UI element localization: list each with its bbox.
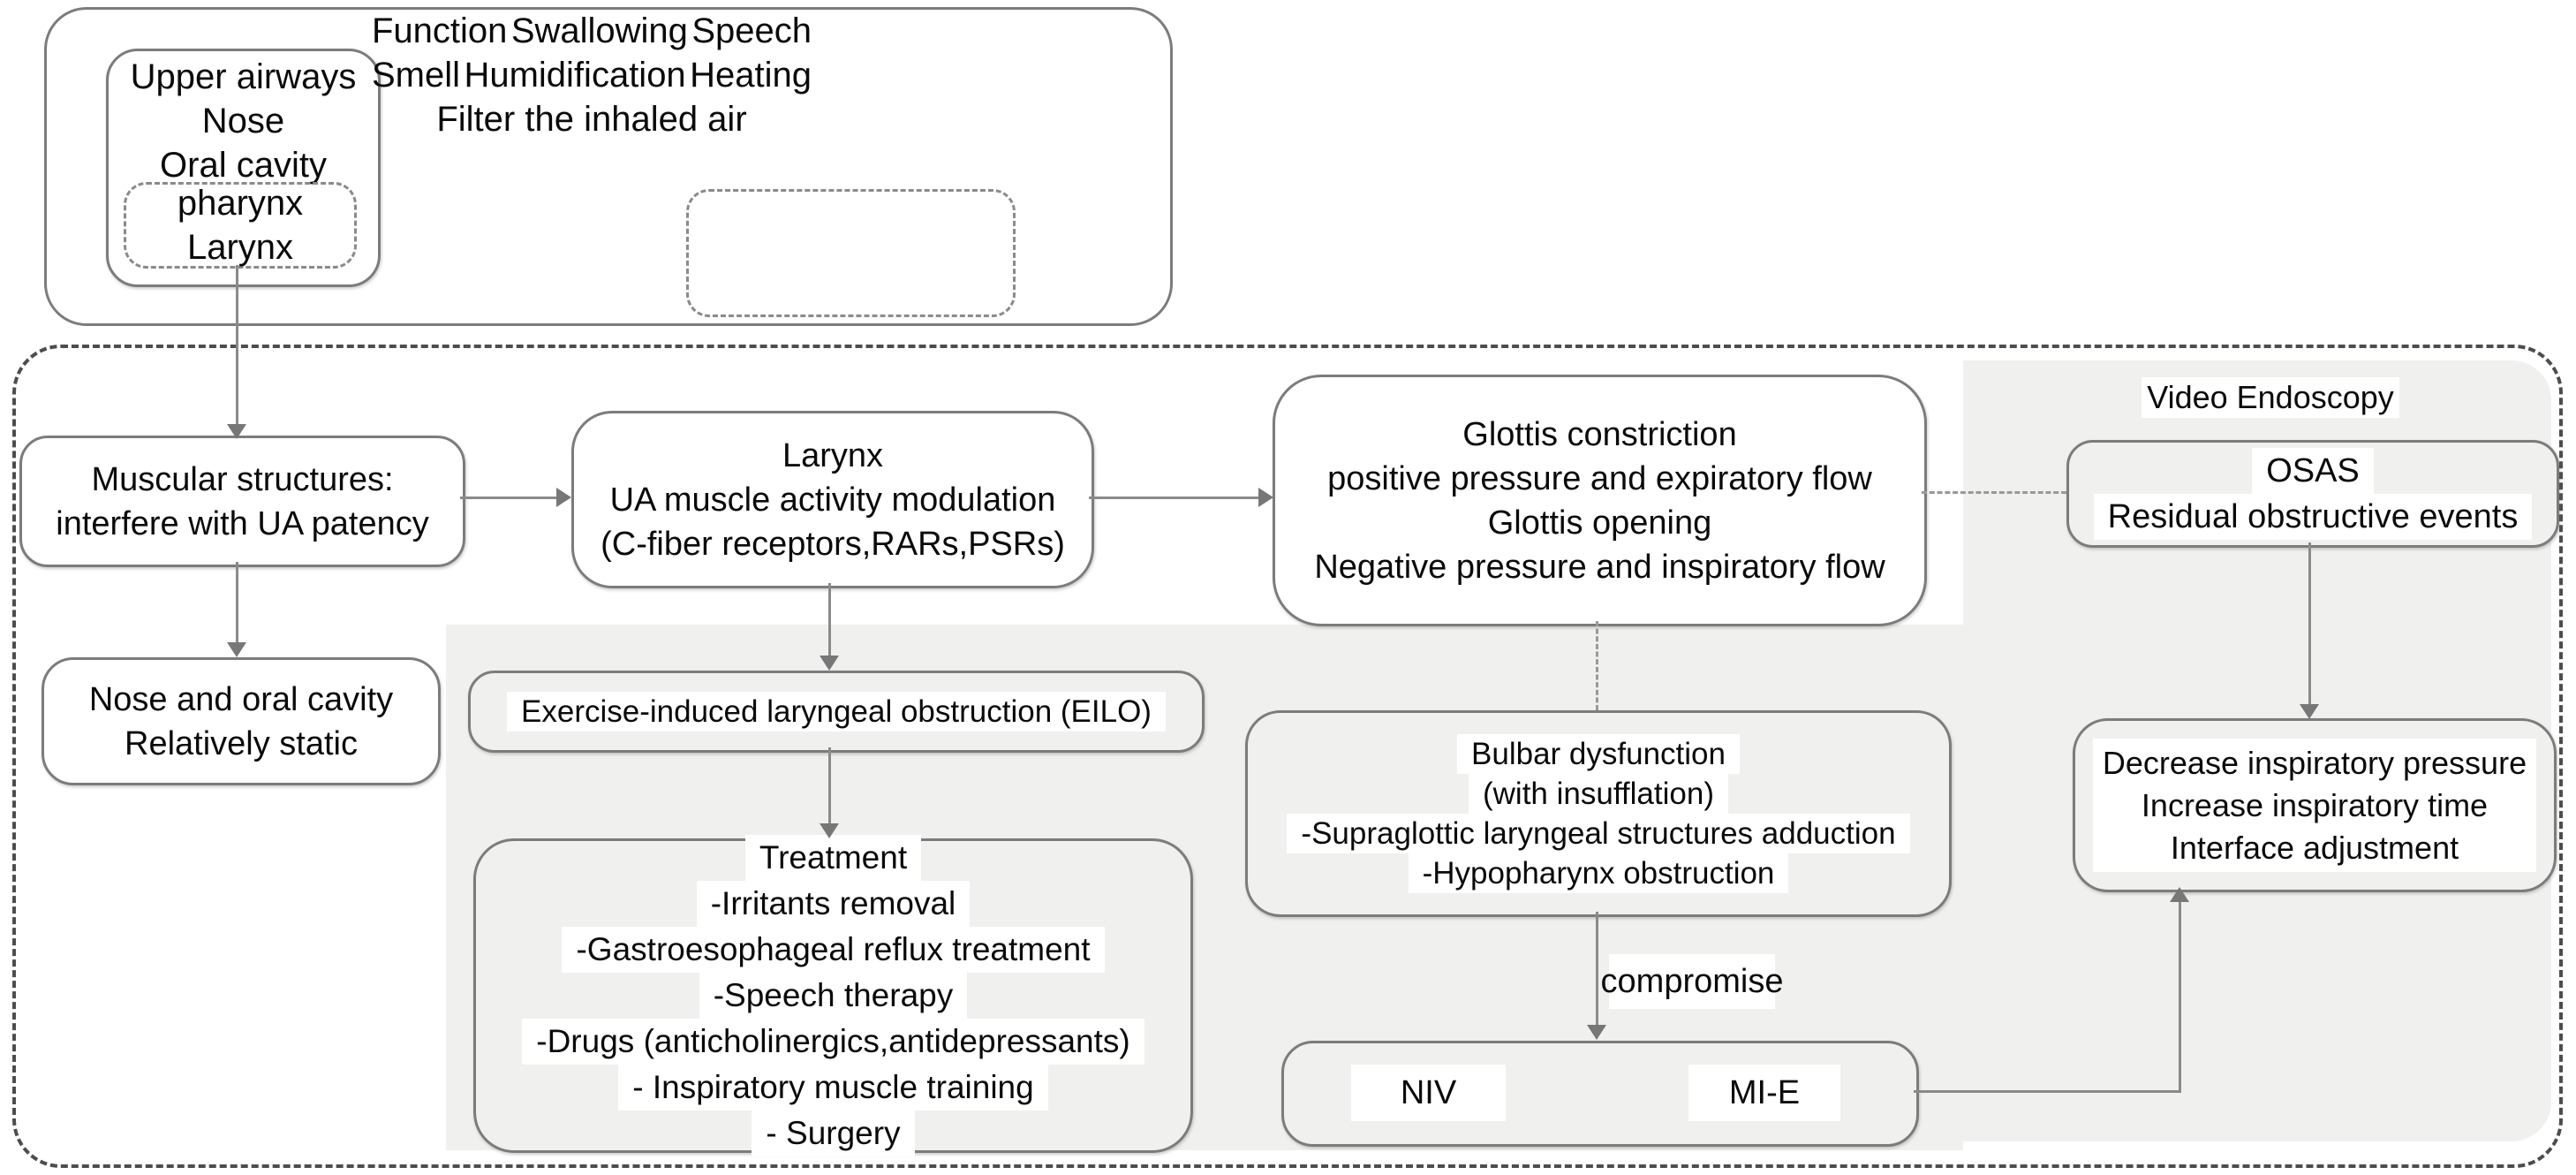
- eilo-line: Exercise-induced laryngeal obstruction (…: [507, 692, 1166, 732]
- arrowhead-down: [820, 823, 839, 838]
- decrease-box: Decrease inspiratory pressure Increase i…: [2073, 718, 2557, 892]
- muscular-line: Muscular structures:: [91, 460, 394, 498]
- connector-niv-elbow-v: [2179, 899, 2181, 1093]
- nose-line: Relatively static: [125, 724, 358, 762]
- bulbar-box: Bulbar dysfunction (with insufflation) -…: [1245, 710, 1952, 917]
- spare-dashed-box: [686, 189, 1016, 317]
- connector-glottis-osas-dashed: [1922, 491, 2066, 494]
- airways-box: Upper airways Nose Oral cavity: [106, 49, 381, 287]
- niv-text: NIV: [1400, 1074, 1457, 1111]
- larynx-box: Larynx UA muscle activity modulation (C-…: [571, 411, 1094, 588]
- nose-static-box: Nose and oral cavity Relatively static: [42, 657, 441, 785]
- function-line: Function: [371, 11, 508, 50]
- airways-line: Oral cavity: [160, 146, 327, 185]
- arrowhead-up: [2170, 887, 2189, 902]
- arrowhead-down: [227, 642, 246, 657]
- connector-osas-decrease: [2308, 542, 2311, 706]
- bulbar-line: -Hypopharynx obstruction: [1408, 853, 1789, 893]
- mie-text: MI-E: [1728, 1074, 1801, 1111]
- compromise-text: compromise: [1600, 963, 1784, 1000]
- glottis-line: Negative pressure and inspiratory flow: [1314, 548, 1885, 586]
- function-list: Function Swallowing Speech Smell Humidif…: [371, 9, 812, 141]
- bulbar-line: -Supraglottic laryngeal structures adduc…: [1287, 814, 1910, 853]
- treatment-line: Treatment: [744, 835, 922, 881]
- decrease-box-patch: [2093, 739, 2536, 872]
- treatment-line: - Inspiratory muscle training: [618, 1065, 1048, 1111]
- connector-niv-elbow-h: [1914, 1090, 2181, 1093]
- glottis-line: Glottis constriction: [1462, 415, 1737, 453]
- arrowhead-right: [1258, 488, 1273, 507]
- pharynx-line: Larynx: [186, 228, 294, 267]
- decrease-line: Decrease inspiratory pressure: [2102, 744, 2527, 781]
- connector-larynx-glottis: [1089, 497, 1258, 499]
- connector-muscular-larynx: [460, 497, 559, 499]
- glottis-box: Glottis constriction positive pressure a…: [1273, 375, 1927, 626]
- arrowhead-down: [2300, 704, 2319, 719]
- larynx-line: UA muscle activity modulation: [609, 481, 1056, 519]
- nose-line: Nose and oral cavity: [88, 680, 394, 718]
- video-endoscopy-label: Video Endoscopy: [2142, 377, 2399, 418]
- mie-label: MI-E: [1688, 1065, 1840, 1121]
- connector-glottis-bulbar-dashed: [1596, 621, 1598, 710]
- function-line: Heating: [690, 56, 812, 95]
- muscular-box: Muscular structures: interfere with UA p…: [19, 436, 465, 567]
- arrowhead-down: [227, 424, 246, 439]
- function-line: Swallowing: [510, 11, 688, 50]
- connector-larynx-eilo: [828, 583, 831, 657]
- treatment-line: -Gastroesophageal reflux treatment: [562, 927, 1105, 973]
- connector-bulbar-niv: [1596, 912, 1598, 1027]
- pharynx-dashed-box: pharynx Larynx: [124, 182, 357, 269]
- function-line: Filter the inhaled air: [436, 100, 747, 139]
- function-line: Smell: [371, 56, 461, 95]
- treatment-box: Treatment -Irritants removal -Gastroesop…: [473, 835, 1193, 1156]
- connector-muscular-nose: [236, 562, 238, 644]
- treatment-line: -Speech therapy: [699, 973, 968, 1019]
- bulbar-line: Bulbar dysfunction: [1457, 734, 1740, 774]
- decrease-line: Increase inspiratory time: [2141, 786, 2489, 823]
- airways-line: Nose: [201, 102, 285, 140]
- arrowhead-down: [1587, 1025, 1606, 1040]
- decrease-line: Interface adjustment: [2170, 829, 2459, 866]
- osas-box: OSAS Residual obstructive events: [2066, 440, 2559, 548]
- muscular-line: interfere with UA patency: [56, 504, 429, 542]
- main-dashed-container: [12, 345, 2563, 1168]
- connector-pharynx-muscular: [236, 265, 238, 426]
- treatment-line: - Surgery: [752, 1111, 915, 1156]
- video-endoscopy-text: Video Endoscopy: [2147, 379, 2394, 415]
- treatment-line: -Drugs (anticholinergics,antidepressants…: [522, 1019, 1144, 1065]
- pharynx-line: pharynx: [177, 184, 304, 223]
- glottis-line: positive pressure and expiratory flow: [1327, 459, 1872, 497]
- niv-label: NIV: [1351, 1065, 1506, 1121]
- compromise-label: compromise: [1601, 954, 1783, 1009]
- osas-line: Residual obstructive events: [2093, 494, 2533, 540]
- treatment-line: -Irritants removal: [696, 881, 971, 927]
- connector-eilo-treatment: [828, 747, 831, 825]
- larynx-line: (C-fiber receptors,RARs,PSRs): [601, 525, 1065, 563]
- glottis-line: Glottis opening: [1487, 504, 1712, 542]
- larynx-line: Larynx: [782, 436, 884, 474]
- osas-line: OSAS: [2252, 448, 2374, 494]
- function-line: Speech: [691, 11, 812, 50]
- arrowhead-down: [820, 656, 839, 671]
- eilo-box: Exercise-induced laryngeal obstruction (…: [468, 671, 1205, 753]
- arrowhead-right: [556, 488, 571, 507]
- function-line: Humidification: [464, 56, 686, 95]
- airways-line: Upper airways: [130, 57, 357, 96]
- bulbar-line: (with insufflation): [1469, 774, 1728, 814]
